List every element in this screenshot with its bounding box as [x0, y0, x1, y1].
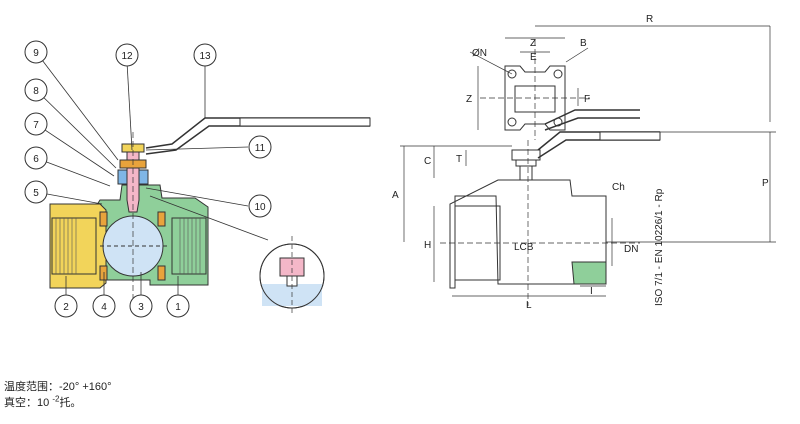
side-dimensions	[400, 131, 776, 297]
svg-text:9: 9	[33, 48, 39, 59]
seat-left	[99, 211, 108, 227]
dim-B: B	[580, 38, 587, 49]
callout-13: 13	[193, 43, 217, 67]
svg-text:4: 4	[101, 302, 107, 313]
callout-12: 12	[115, 43, 139, 67]
vacuum-label: 真空：	[4, 397, 37, 409]
seat-right	[157, 211, 166, 227]
dim-T: T	[456, 154, 462, 165]
side-body-green	[571, 261, 607, 285]
handle-grip	[239, 117, 371, 127]
thread-lines	[55, 218, 201, 274]
callout-6: 6	[24, 146, 48, 170]
packing-r	[138, 169, 149, 185]
bore-right	[171, 217, 207, 275]
dim-P: P	[762, 178, 769, 189]
svg-text:8: 8	[33, 86, 39, 97]
top-plate	[504, 65, 566, 131]
callout-5: 5	[24, 180, 48, 204]
svg-text:2: 2	[63, 302, 69, 313]
top-dimensions	[469, 25, 771, 130]
callout-10: 10	[248, 194, 272, 218]
dim-N: ØN	[472, 48, 487, 59]
svg-text:12: 12	[121, 51, 133, 62]
svg-text:13: 13	[199, 51, 211, 62]
svg-text:1: 1	[175, 302, 181, 313]
dim-Ch: Ch	[612, 182, 625, 193]
bore-left	[51, 217, 97, 275]
callout-8: 8	[24, 78, 48, 102]
dim-E: E	[530, 52, 537, 63]
vacuum-exponent: -2	[52, 394, 60, 404]
top-view	[480, 40, 640, 140]
section-view	[49, 117, 371, 300]
leader-lines	[35, 51, 269, 296]
callouts: 9 8 7 6 5 12 13 11 10 2 4 3 1	[24, 40, 272, 318]
callout-4: 4	[92, 294, 116, 318]
svg-text:10: 10	[254, 202, 266, 213]
dim-I: I	[590, 286, 593, 297]
callout-7: 7	[24, 112, 48, 136]
temperature-range: 温度范围：-20° +160°	[4, 378, 112, 394]
temperature-value: -20° +160°	[59, 381, 112, 393]
svg-text:7: 7	[33, 120, 39, 131]
callout-11: 11	[248, 135, 272, 159]
side-body	[449, 179, 607, 289]
standard-label: ISO 7/1 - EN 10226/1 - Rp	[654, 188, 665, 306]
vacuum-base: 10	[37, 397, 50, 409]
dim-DN: DN	[624, 244, 638, 255]
callout-1: 1	[166, 294, 190, 318]
dim-H: H	[424, 240, 431, 251]
dim-Z-top: Z	[530, 38, 536, 49]
svg-text:6: 6	[33, 154, 39, 165]
seat-right-b	[157, 265, 166, 281]
detail-inset	[259, 236, 325, 316]
side-view	[440, 131, 661, 306]
seat-left-b	[99, 265, 108, 281]
svg-text:5: 5	[33, 188, 39, 199]
callout-2: 2	[54, 294, 78, 318]
callout-9: 9	[24, 40, 48, 64]
packing	[117, 169, 128, 185]
callout-3: 3	[129, 294, 153, 318]
dim-C: C	[424, 156, 431, 167]
dim-Z-side: Z	[466, 94, 472, 105]
vacuum-spec: 真空：10 -2托。	[4, 394, 81, 410]
svg-text:3: 3	[138, 302, 144, 313]
dim-L: L	[526, 300, 532, 311]
vacuum-unit: 托。	[59, 397, 82, 409]
dim-R: R	[646, 14, 653, 25]
svg-text:11: 11	[255, 143, 266, 154]
dim-F: F	[584, 94, 590, 105]
dimension-labels: R Z E B ØN Z F C T A H Ch LCB DN I L P I…	[392, 14, 769, 311]
temperature-label: 温度范围：	[4, 381, 59, 393]
dim-LCB: LCB	[514, 242, 534, 253]
dim-A: A	[392, 190, 399, 201]
